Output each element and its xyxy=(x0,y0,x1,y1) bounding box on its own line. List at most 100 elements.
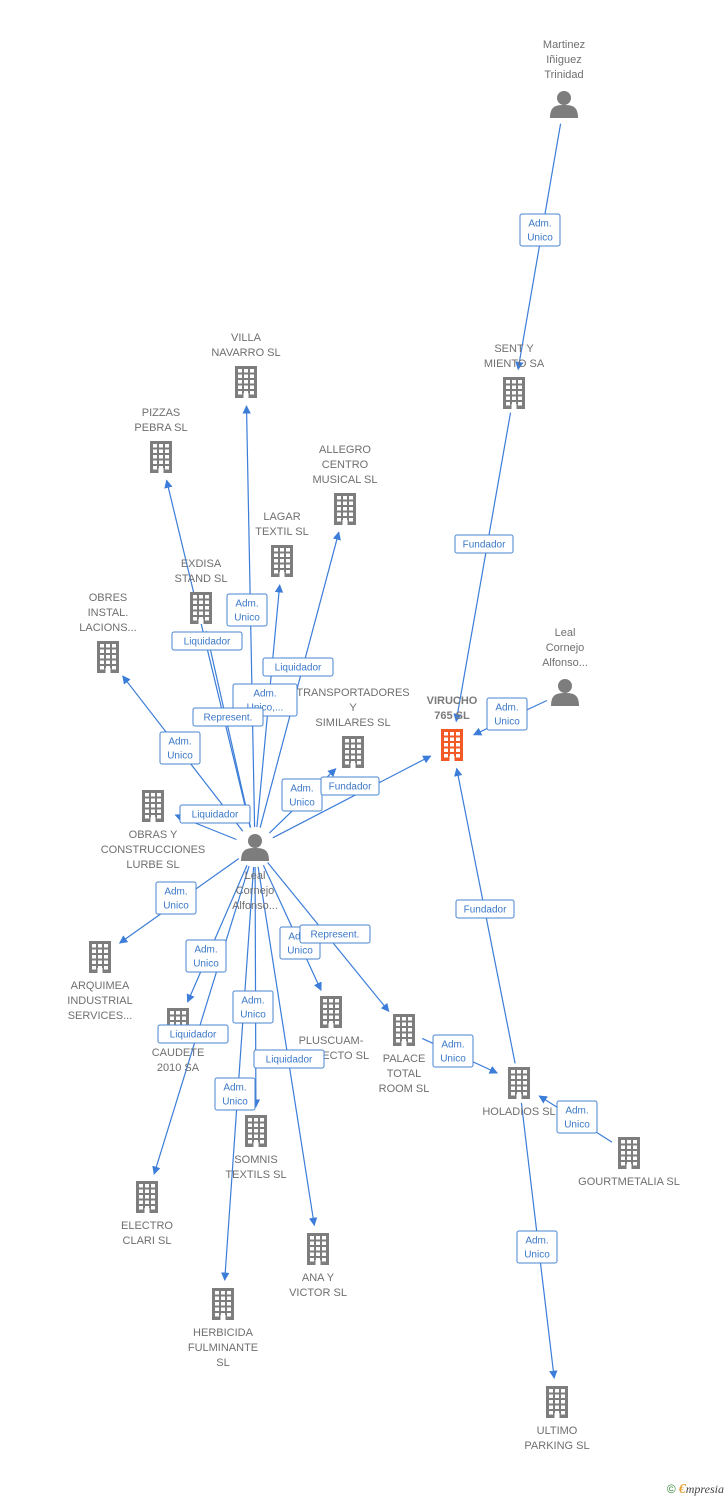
edge-label-text: Unico xyxy=(240,1010,266,1021)
edge-label-text: Adm. xyxy=(223,1083,246,1094)
node-label: PALACE xyxy=(383,1053,426,1065)
edge-sent-to-virucho xyxy=(453,412,512,723)
edge-label-text: Adm. xyxy=(168,737,191,748)
edge-label-text: Liquidador xyxy=(184,637,231,648)
edge-label-leal-to-ana: Liquidador xyxy=(253,1049,325,1069)
building-icon xyxy=(142,790,164,822)
edge-label-text: Adm. xyxy=(290,784,313,795)
node-label: MIENTO SA xyxy=(484,358,545,370)
edge-label-leal-to-virucho: Fundador xyxy=(320,776,380,796)
node-label: 2010 SA xyxy=(157,1062,200,1074)
person-icon xyxy=(550,91,578,118)
building-icon xyxy=(271,545,293,577)
edge-label-text: Adm. xyxy=(241,996,264,1007)
node-holadios[interactable]: HOLADIOS SL xyxy=(482,1067,556,1118)
edge-label-text: Unico xyxy=(222,1097,248,1108)
building-icon xyxy=(441,729,463,761)
node-label: ULTIMO xyxy=(537,1425,578,1437)
edge-leal-to-virucho xyxy=(272,755,432,839)
edge-leal-to-herbicida xyxy=(221,866,255,1281)
building-icon xyxy=(150,441,172,473)
node-label: ANA Y xyxy=(302,1272,335,1284)
node-label: GOURTMETALIA SL xyxy=(578,1176,680,1188)
edge-label-sent-to-virucho: Fundador xyxy=(454,534,514,554)
edge-label-leal-to-exdisa: Represent. xyxy=(192,707,264,727)
node-gourmet[interactable]: GOURTMETALIA SL xyxy=(578,1137,680,1188)
edge-label-text: Represent. xyxy=(204,713,253,724)
edge-label-leal-to-pizzas: Liquidador xyxy=(171,631,243,651)
edge-label-text: Adm. xyxy=(495,703,518,714)
edge-label-leal-to-somnis: Adm. Unico xyxy=(232,990,274,1024)
edge-label-text: Liquidador xyxy=(266,1055,313,1066)
node-label: TEXTIL SL xyxy=(255,526,308,538)
node-label: Y xyxy=(349,702,357,714)
node-arquimea[interactable]: ARQUIMEAINDUSTRIALSERVICES... xyxy=(67,941,133,1022)
building-icon xyxy=(342,736,364,768)
edge-label-text: Liquidador xyxy=(275,663,322,674)
edge-label-text: Unico xyxy=(289,798,315,809)
node-pizzas[interactable]: PIZZAS PEBRA SL xyxy=(134,407,188,473)
edge-label-text: Unico xyxy=(527,233,553,244)
node-label: PARKING SL xyxy=(524,1440,589,1452)
edge-label-text: Represent. xyxy=(311,930,360,941)
node-label: TOTAL xyxy=(387,1068,421,1080)
node-ultimo[interactable]: ULTIMO PARKING SL xyxy=(524,1386,590,1452)
building-icon xyxy=(307,1233,329,1265)
node-label: CLARI SL xyxy=(123,1235,172,1247)
node-label: SIMILARES SL xyxy=(315,717,390,729)
node-label: ARQUIMEA xyxy=(71,980,130,992)
building-icon xyxy=(546,1386,568,1418)
edge-label-text: Adm. xyxy=(528,219,551,230)
building-icon xyxy=(503,377,525,409)
node-label: PLUSCUAM- xyxy=(299,1035,364,1047)
edge-label-text: Unico xyxy=(494,717,520,728)
node-label: OBRES xyxy=(89,592,128,604)
node-label: Iñiguez xyxy=(546,54,581,66)
node-label: INSTAL. xyxy=(88,607,129,619)
edge-label-leal-to-obras: Liquidador xyxy=(179,804,251,824)
node-label: 765 SL xyxy=(434,710,470,722)
node-label: FULMINANTE xyxy=(188,1342,258,1354)
empresia-watermark: © €mpresia xyxy=(667,1482,724,1498)
node-obres[interactable]: OBRESINSTAL.LACIONS... xyxy=(79,592,137,673)
building-icon xyxy=(334,493,356,525)
edge-label-text: Liquidador xyxy=(192,810,239,821)
building-icon xyxy=(89,941,111,973)
building-icon xyxy=(212,1288,234,1320)
edge-label-leal-to-caudete: Adm.Unico xyxy=(185,939,227,973)
edge-label-text: Adm. xyxy=(194,945,217,956)
building-icon xyxy=(393,1014,415,1046)
node-label: TEXTILS SL xyxy=(225,1169,286,1181)
edge-label-text: Adm. xyxy=(253,689,276,700)
building-icon xyxy=(618,1137,640,1169)
node-label: MUSICAL SL xyxy=(312,474,377,486)
node-label: PEBRA SL xyxy=(134,422,187,434)
node-leal[interactable]: LealCornejoAlfonso... xyxy=(232,834,278,912)
node-ana[interactable]: ANA Y VICTOR SL xyxy=(289,1233,347,1299)
edge-label-text: Adm. xyxy=(441,1040,464,1051)
edge-label-leal-to-electro: Liquidador xyxy=(157,1024,229,1044)
node-label: CONSTRUCCIONES xyxy=(101,844,206,856)
node-label: NAVARRO SL xyxy=(211,347,280,359)
node-label: VICTOR SL xyxy=(289,1287,347,1299)
edge-label-text: Adm. xyxy=(565,1106,588,1117)
edge-label-martinez-to-sent: Adm. Unico xyxy=(519,213,561,247)
edge-leal-to-allegro xyxy=(259,531,341,828)
node-label: PIZZAS xyxy=(142,407,181,419)
node-label: Alfonso... xyxy=(542,657,588,669)
brand-initial: € xyxy=(678,1482,686,1497)
node-leal2[interactable]: LealCornejoAlfonso... xyxy=(542,627,588,706)
